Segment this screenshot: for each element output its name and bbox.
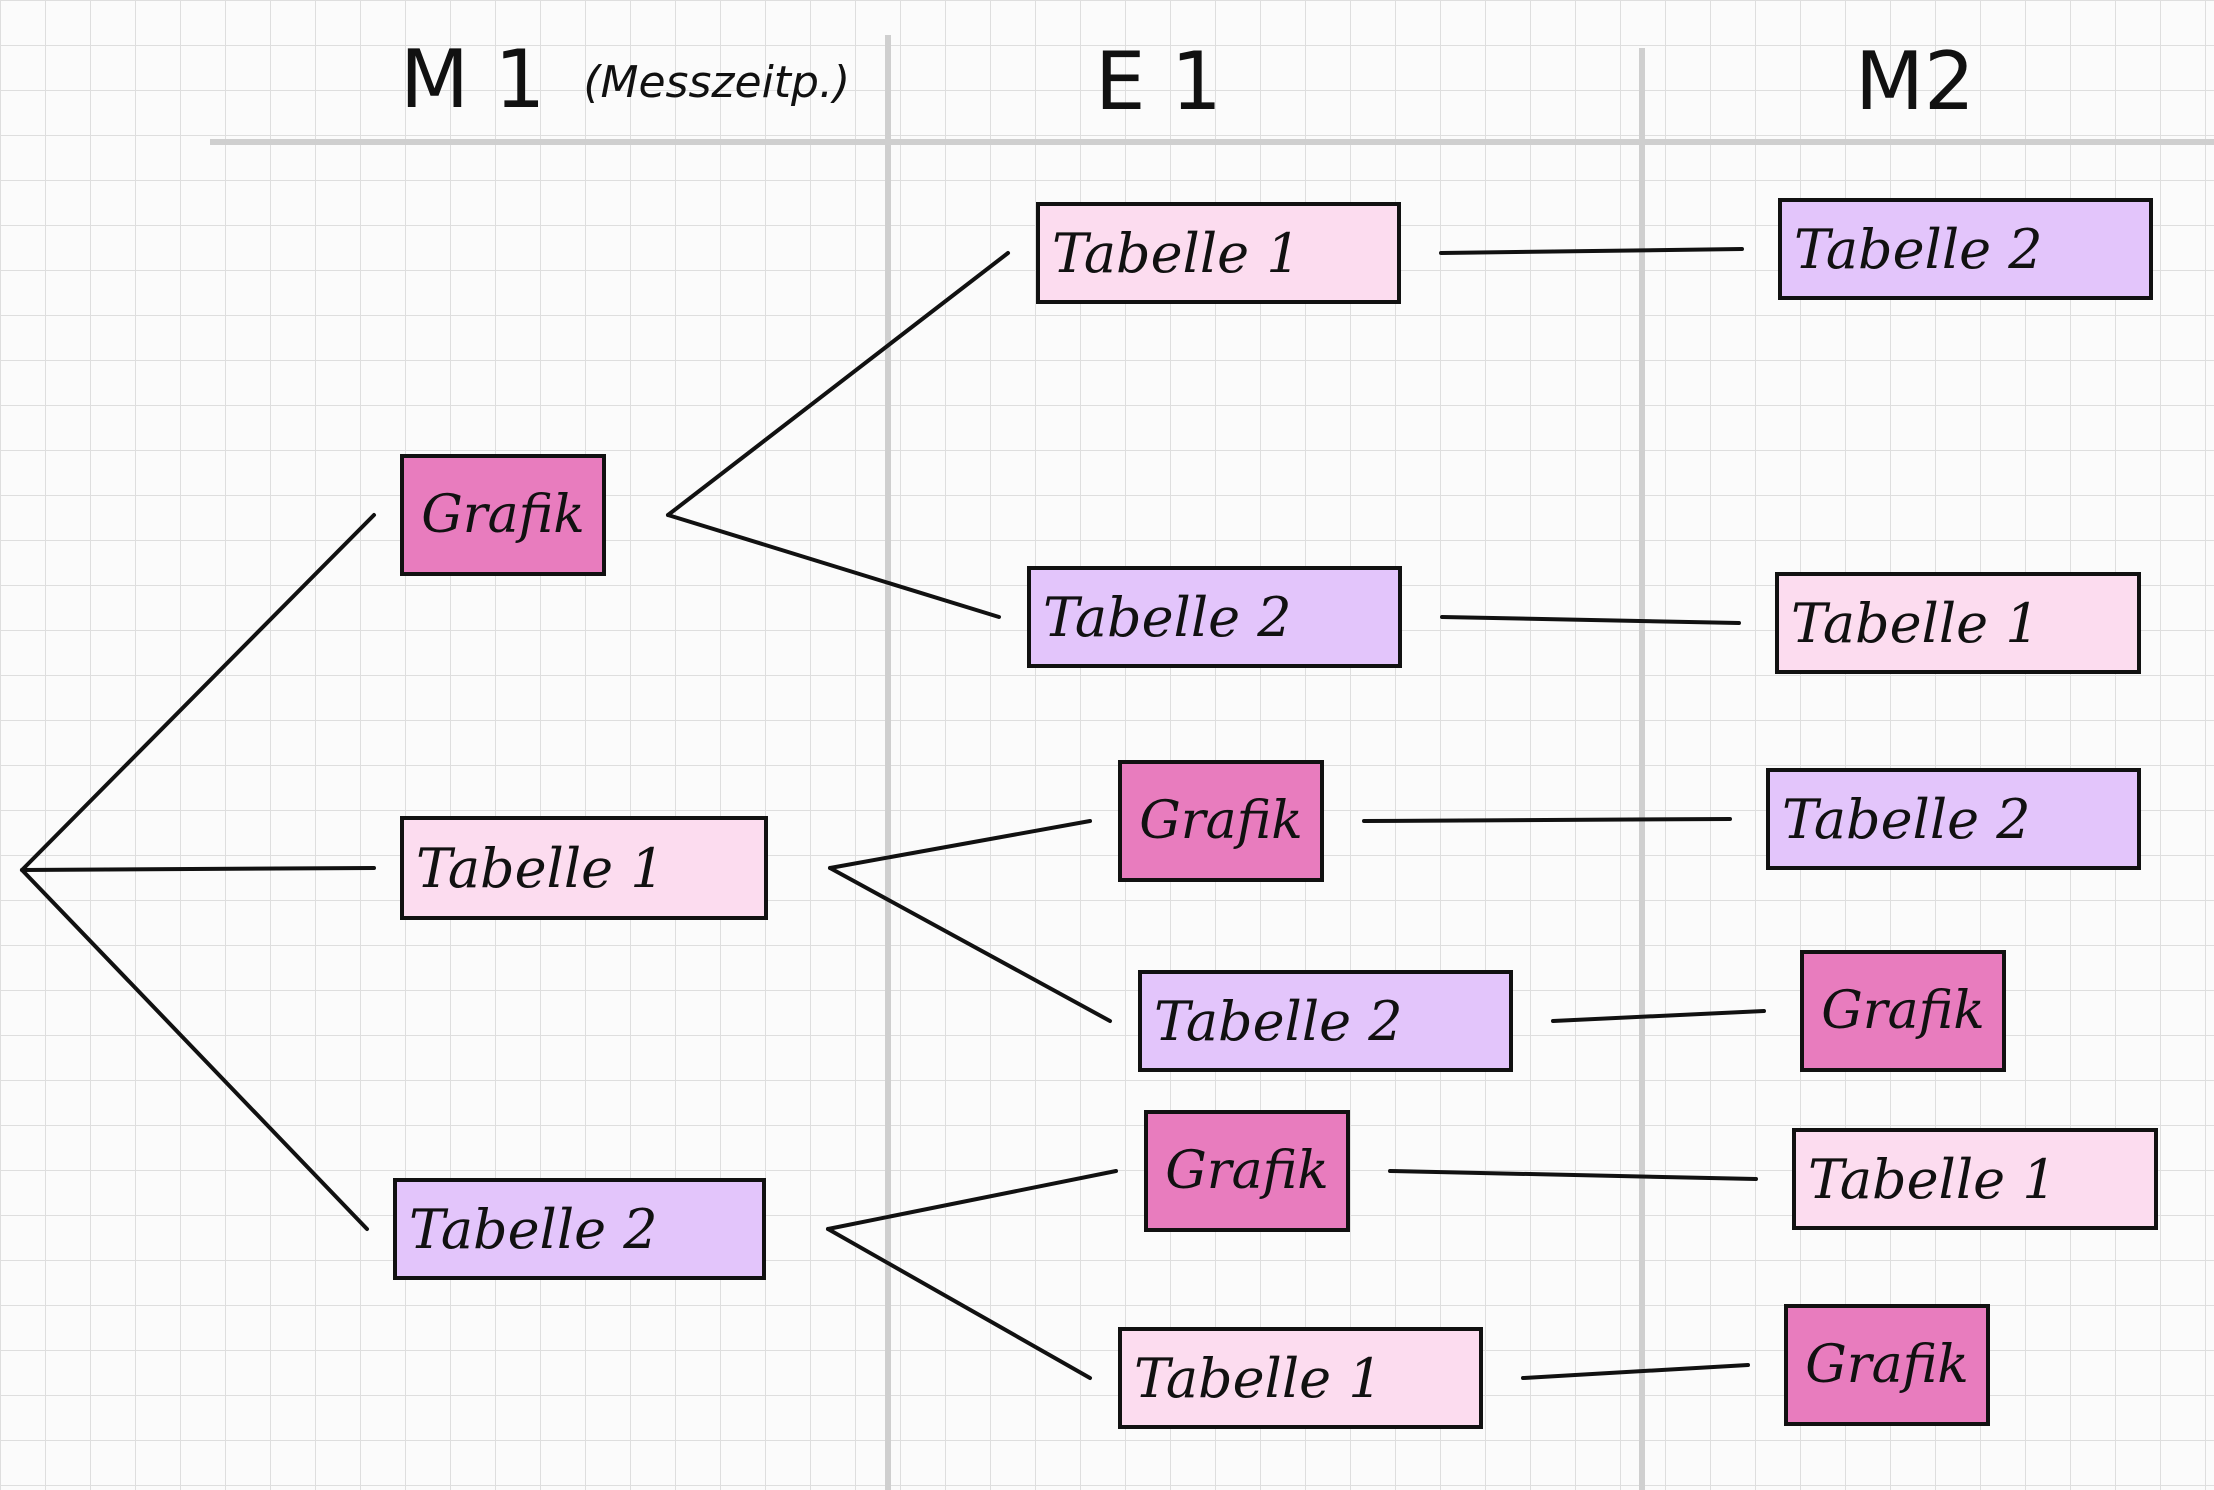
node-m2-tabelle-1: Tabelle 1 xyxy=(1775,572,2141,674)
node-m2-tabelle-2: Tabelle 2 xyxy=(1766,768,2141,870)
connector-line xyxy=(666,251,1010,517)
node-e1-grafik: Grafik xyxy=(1144,1110,1350,1232)
column-sublabel: (Messzeitp.) xyxy=(583,57,851,108)
connector-line xyxy=(1362,817,1732,823)
node-m2-tabelle-2: Tabelle 2 xyxy=(1778,198,2153,300)
connector-line xyxy=(20,868,369,1231)
node-e1-grafik: Grafik xyxy=(1118,760,1324,882)
node-m2-grafik: Grafik xyxy=(1800,950,2006,1072)
node-m2-tabelle-1: Tabelle 1 xyxy=(1792,1128,2158,1230)
node-m1-tabelle-2: Tabelle 2 xyxy=(393,1178,766,1280)
connector-line xyxy=(1551,1009,1766,1023)
connector-line xyxy=(1440,615,1741,625)
node-m2-grafik: Grafik xyxy=(1784,1304,1990,1426)
connector-line xyxy=(1388,1169,1758,1181)
column-header-e1: E 1 xyxy=(1095,42,1222,122)
node-e1-tabelle-1: Tabelle 1 xyxy=(1036,202,1401,304)
column-label: M2 xyxy=(1855,35,1975,128)
connector-line xyxy=(20,513,376,872)
connector-line xyxy=(828,819,1092,870)
node-e1-tabelle-1: Tabelle 1 xyxy=(1118,1327,1483,1429)
connector-line xyxy=(828,866,1112,1023)
connector-line xyxy=(1521,1363,1750,1380)
node-e1-tabelle-2: Tabelle 2 xyxy=(1138,970,1513,1072)
column-header-m1: M 1(Messzeitp.) xyxy=(400,40,850,120)
column-label: M 1 xyxy=(400,33,546,126)
column-header-m2: M2 xyxy=(1855,42,1975,122)
connector-line xyxy=(20,866,376,872)
connector-line xyxy=(826,1227,1092,1380)
connector-line xyxy=(1439,247,1744,255)
node-m1-tabelle-1: Tabelle 1 xyxy=(400,816,768,920)
column-label: E 1 xyxy=(1095,35,1222,128)
node-e1-tabelle-2: Tabelle 2 xyxy=(1027,566,1402,668)
connector-line xyxy=(826,1169,1118,1231)
connector-line xyxy=(666,513,1001,619)
node-m1-grafik: Grafik xyxy=(400,454,606,576)
